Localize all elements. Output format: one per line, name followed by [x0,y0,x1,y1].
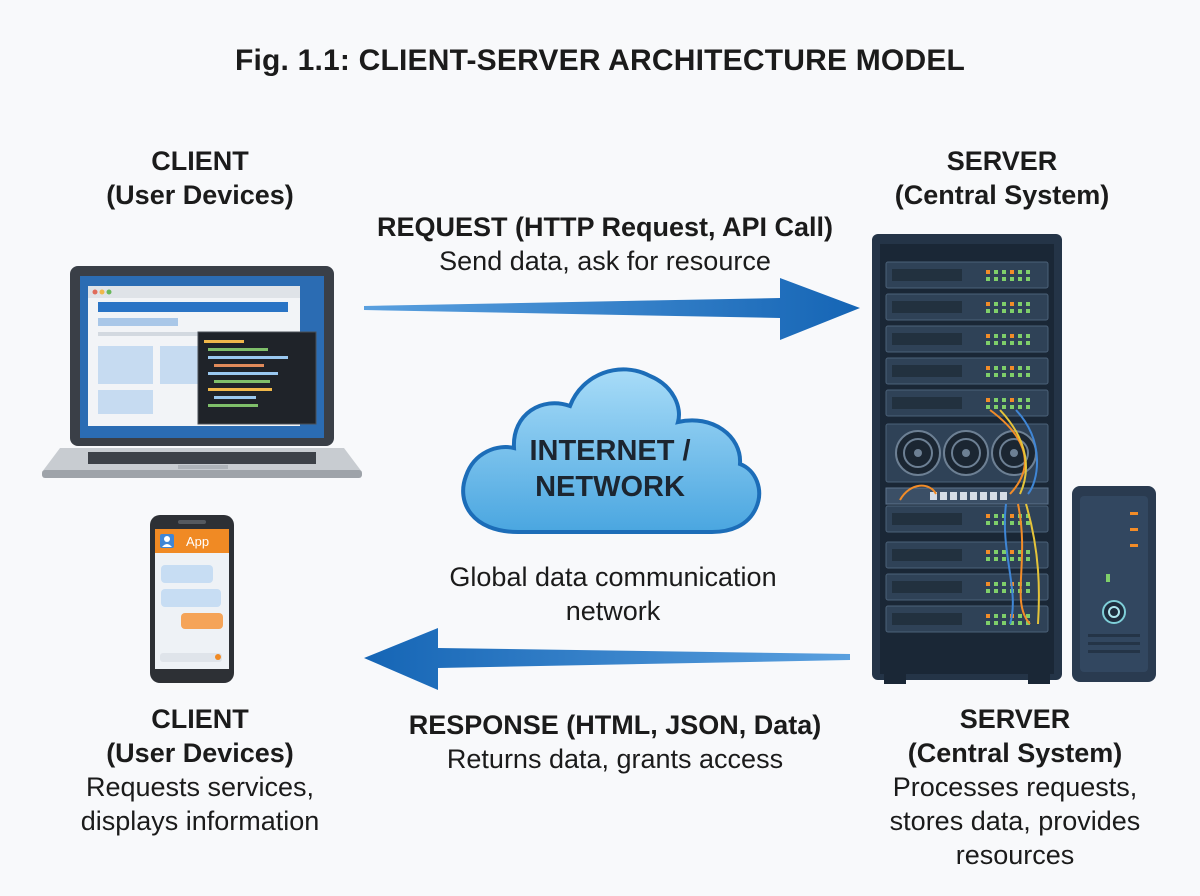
cloud-label-line1: INTERNET / [529,435,690,467]
server-unit [885,573,1049,601]
cable [1017,503,1031,625]
server-fan-unit [885,423,1049,483]
cloud-label-line2: NETWORK [535,471,685,503]
response-label: RESPONSE (HTML, JSON, Data) [408,710,822,740]
client-bottom-block: CLIENT (User Devices) Requests services,… [40,702,360,838]
network-switch-unit [885,487,1049,505]
client-top-line1: CLIENT [151,146,249,176]
server-bottom-desc1: Processes requests, [892,772,1138,802]
network-desc-line1: Global data communication [449,562,777,592]
server-unit [885,261,1049,289]
phone-app-label: App [186,534,209,549]
cable [899,484,937,501]
laptop-icon [42,266,362,478]
smartphone-icon: App [150,515,234,683]
client-bottom-line1: CLIENT [151,704,249,734]
client-bottom-desc2: displays information [80,806,320,836]
client-top-line2: (User Devices) [106,180,294,210]
server-rack-icon [872,234,1062,684]
server-unit [885,293,1049,321]
server-top-line1: SERVER [946,146,1058,176]
server-bottom-desc2: stores data, provides [889,806,1141,836]
request-sub: Send data, ask for resource [439,246,771,276]
server-unit [885,541,1049,569]
cable [999,409,1027,495]
client-bottom-line2: (User Devices) [106,738,294,768]
server-bottom-block: SERVER (Central System) Processes reques… [850,702,1180,872]
server-unit [885,505,1049,533]
server-bottom-line2: (Central System) [907,738,1123,768]
network-desc-line2: network [565,596,661,626]
server-unit [885,389,1049,417]
cloud-icon: INTERNET / NETWORK [461,367,762,534]
server-unit [885,357,1049,385]
server-bottom-desc3: resources [955,840,1075,870]
request-label: REQUEST (HTTP Request, API Call) [376,212,834,242]
response-label-block: RESPONSE (HTML, JSON, Data) Returns data… [340,708,890,776]
request-arrow [364,278,860,340]
server-top-header: SERVER (Central System) [862,144,1142,212]
server-unit [885,605,1049,633]
client-bottom-desc1: Requests services, [85,772,315,802]
cable [1003,503,1014,625]
server-top-line2: (Central System) [894,180,1110,210]
cable [1015,409,1039,495]
cable [1025,503,1040,625]
server-unit [885,325,1049,353]
network-desc: Global data communication network [400,560,826,628]
desktop-tower-icon [1072,486,1156,682]
request-label-block: REQUEST (HTTP Request, API Call) Send da… [330,210,880,278]
figure-title: Fig. 1.1: CLIENT-SERVER ARCHITECTURE MOD… [234,44,966,77]
client-top-header: CLIENT (User Devices) [60,144,340,212]
response-arrow [364,628,850,690]
response-sub: Returns data, grants access [446,744,784,774]
server-bottom-line1: SERVER [959,704,1071,734]
